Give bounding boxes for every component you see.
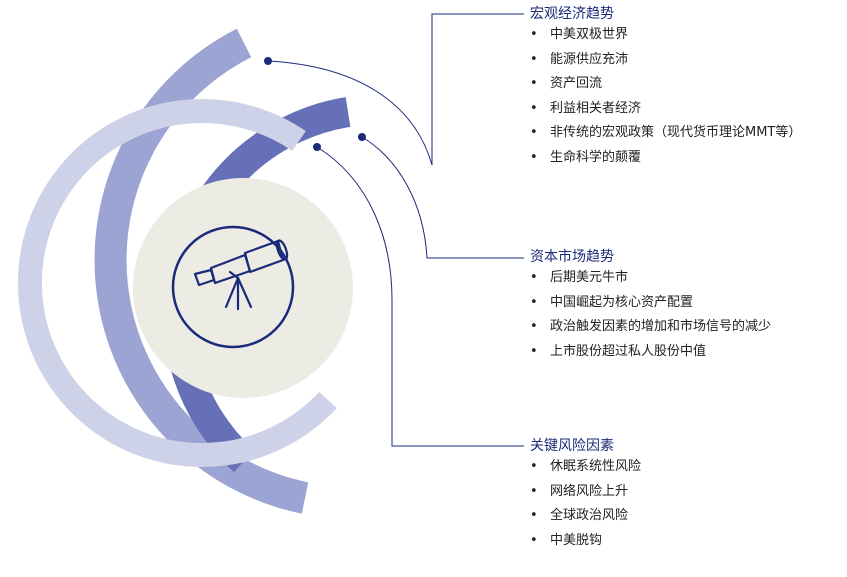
list-item: • 中国崛起为核心资产配置 (530, 291, 771, 316)
inner-ring (17, 99, 337, 467)
item-text: 中美双极世界 (550, 27, 629, 42)
list-item: • 休眠系统性风险 (530, 455, 641, 480)
item-text: 能源供应充沛 (550, 51, 629, 67)
list-macro: • 中美双极世界 • 能源供应充沛 • 资产回流 • 利益相关者经济 • 非传统的宏观政策… (530, 23, 801, 170)
list-item: • 政治触发因素的增加和市场信号的减少 (530, 315, 771, 340)
bullet-glyph: • (530, 149, 538, 165)
item-text: 利益相关者经济 (550, 100, 642, 116)
section-capital-market-trends: 资本市场趋势 • 后期美元牛市 • 中国崛起为核心资产配置 • 政治触发因素的增加和市… (530, 248, 771, 364)
item-text: 全球政治风险 (550, 508, 629, 523)
connector-risk (316, 146, 524, 447)
item-text: 网络风险上升 (550, 483, 629, 499)
list-item: • 非传统的宏观政策（现代货币理论MMT等） (530, 121, 801, 146)
section-macro-trends: 宏观经济趋势 • 中美双极世界 • 能源供应充沛 • 资产回流 • 利益相关者经济 • 非… (530, 5, 801, 170)
bullet-glyph: • (530, 319, 538, 334)
connector-macro (267, 13, 524, 166)
bullet-glyph: • (530, 294, 538, 310)
connector-macro-dot (264, 57, 272, 65)
item-text: 资产回流 (550, 76, 603, 91)
section-title-risk: 关键风险因素 (530, 438, 614, 454)
list-item: • 全球政治风险 (530, 504, 641, 529)
list-item: • 上市股份超过私人股份中值 (530, 340, 771, 365)
bullet-glyph: • (530, 51, 538, 67)
telescope-icon (193, 239, 289, 311)
item-text: 非传统的宏观政策（现代货币理论MMT等） (550, 125, 802, 140)
list-item: • 利益相关者经济 (530, 97, 801, 122)
bullet-glyph: • (530, 532, 538, 548)
list-item: • 中美双极世界 (530, 23, 801, 48)
section-title-macro: 宏观经济趋势 (530, 6, 614, 22)
item-text: 中美脱钩 (550, 532, 603, 548)
icon-frame (171, 225, 295, 349)
section-key-risk-factors: 关键风险因素 • 休眠系统性风险 • 网络风险上升 • 全球政治风险 • 中美脱钩 (530, 437, 641, 553)
list-item: • 中美脱钩 (530, 529, 641, 554)
bullet-glyph: • (530, 27, 538, 42)
bullet-glyph: • (530, 100, 538, 116)
bullet-glyph: • (530, 508, 538, 523)
bullet-glyph: • (530, 270, 538, 285)
connector-risk-dot (313, 143, 321, 151)
bullet-glyph: • (530, 76, 538, 91)
item-text: 休眠系统性风险 (550, 459, 642, 474)
section-title-capital: 资本市场趋势 (530, 249, 614, 265)
bullet-glyph: • (530, 125, 538, 140)
item-text: 生命科学的颠覆 (550, 149, 642, 165)
connector-capital (361, 136, 524, 259)
item-text: 上市股份超过私人股份中值 (550, 343, 707, 359)
list-item: • 能源供应充沛 (530, 48, 801, 73)
connector-capital-dot (358, 133, 366, 141)
list-item: • 网络风险上升 (530, 480, 641, 505)
list-item: • 生命科学的颠覆 (530, 146, 801, 171)
bullet-glyph: • (530, 459, 538, 474)
bullet-glyph: • (530, 483, 538, 499)
list-risk: • 休眠系统性风险 • 网络风险上升 • 全球政治风险 • 中美脱钩 (530, 455, 641, 553)
item-text: 中国崛起为核心资产配置 (550, 294, 694, 310)
list-item: • 后期美元牛市 (530, 266, 771, 291)
list-item: • 资产回流 (530, 72, 801, 97)
item-text: 政治触发因素的增加和市场信号的减少 (550, 319, 772, 334)
bullet-glyph: • (530, 343, 538, 359)
item-text: 后期美元牛市 (550, 270, 629, 285)
list-capital: •后期美元牛市 •中国崛起为核心资产配置 •政治触发因素的增加和市场信号的减少 … (530, 266, 771, 364)
